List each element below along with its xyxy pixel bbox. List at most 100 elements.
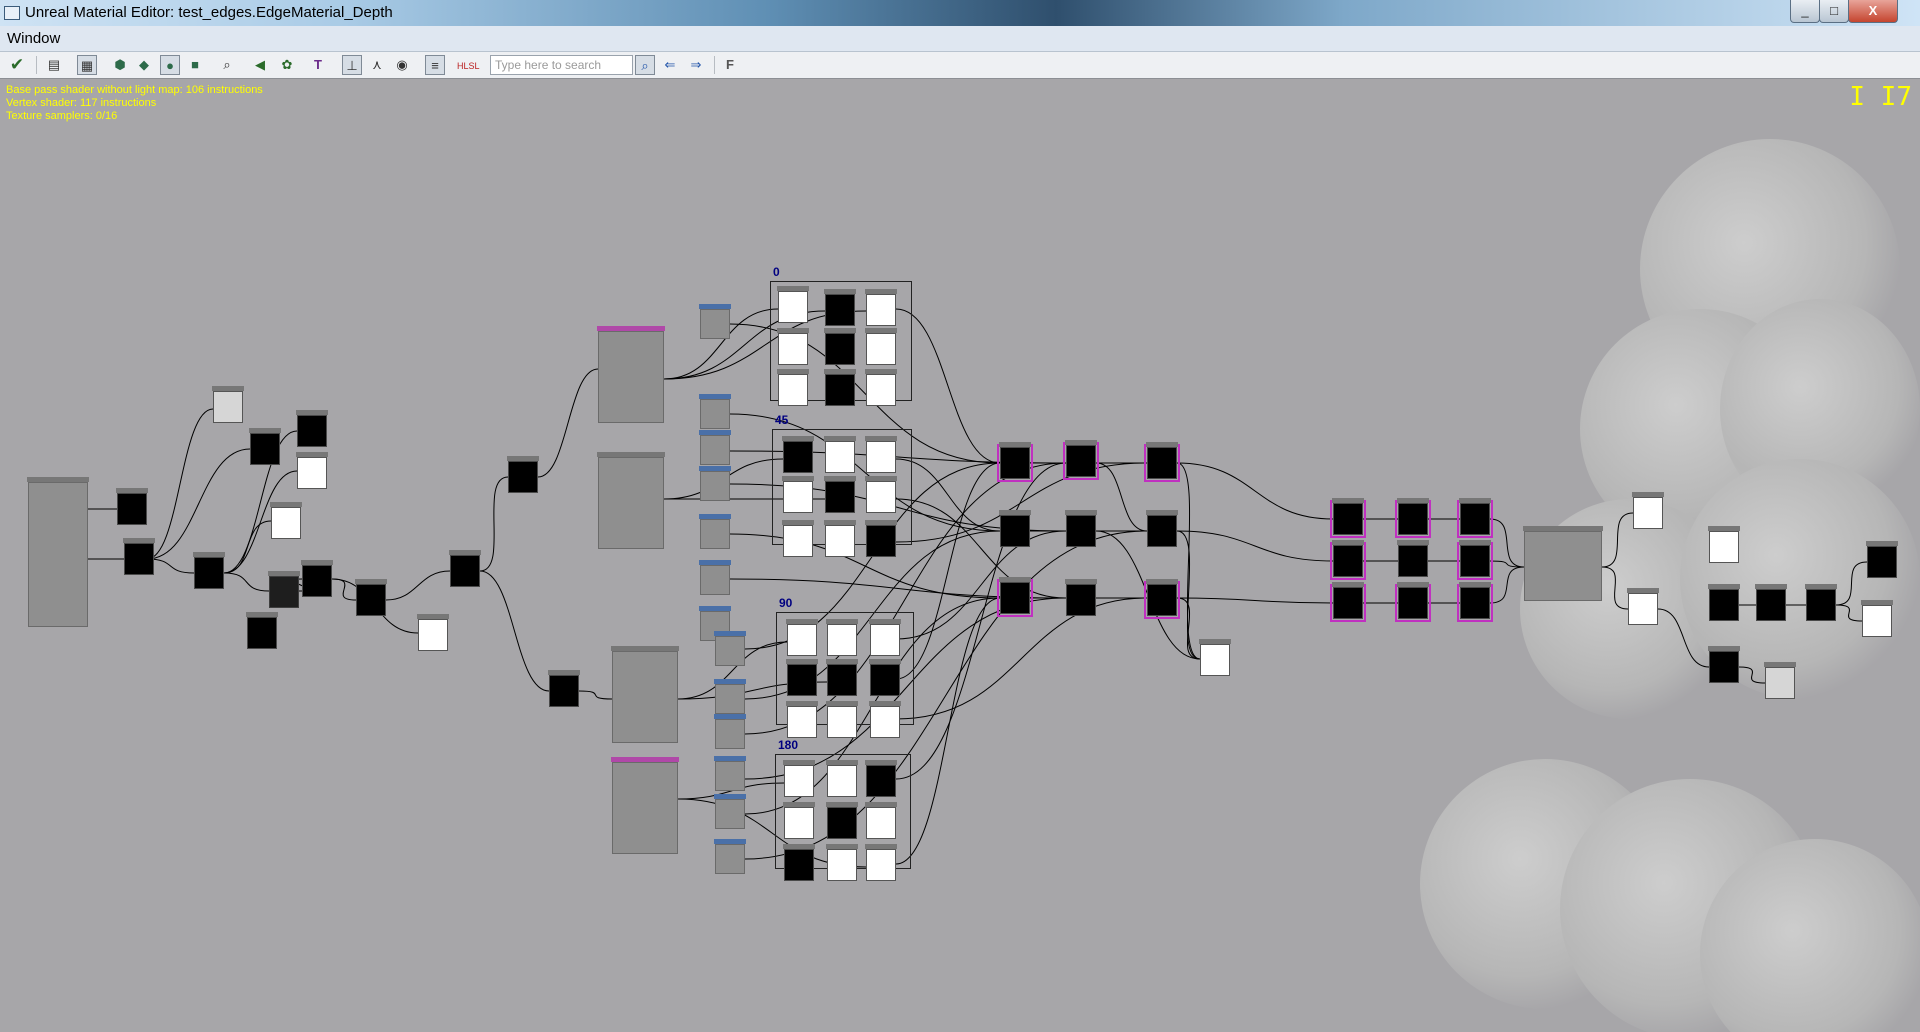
expression-node[interactable] [786,619,818,656]
expression-node[interactable] [869,619,901,656]
comment-icon[interactable]: ≡ [425,55,445,75]
custom-node[interactable] [611,757,679,854]
expression-node[interactable] [824,369,856,406]
expression-node[interactable] [786,659,818,696]
search-next-icon[interactable]: ⇒ [690,57,702,72]
expression-node[interactable] [826,844,858,881]
expression-node[interactable] [1144,579,1180,619]
custom-node[interactable] [597,326,665,423]
expression-node[interactable] [417,614,449,651]
expression-node[interactable] [1330,582,1366,622]
expression-node[interactable] [865,436,897,473]
expression-node[interactable] [1708,526,1740,563]
expression-node[interactable] [783,760,815,797]
custom-node[interactable] [611,646,679,743]
expression-node[interactable] [1457,498,1493,538]
expression-node[interactable] [826,802,858,839]
expression-node[interactable] [777,369,809,406]
expression-node[interactable] [782,520,814,557]
custom-node[interactable] [597,452,665,549]
expression-node[interactable] [786,701,818,738]
function-icon[interactable]: F [726,57,734,72]
expression-node[interactable] [1861,600,1893,637]
expression-node[interactable] [1764,662,1796,699]
home-icon[interactable]: ▤ [47,57,61,72]
expression-node[interactable] [714,756,746,791]
expression-node[interactable] [824,289,856,326]
expression-node[interactable] [714,679,746,714]
expression-node[interactable] [1395,582,1431,622]
zoom-icon[interactable]: ⌕ [223,57,231,72]
maximize-button[interactable]: □ [1819,0,1849,23]
expression-node[interactable] [699,430,731,465]
toggle-stats-icon[interactable]: T [314,57,322,72]
hlsl-icon[interactable]: HLSL [457,61,480,71]
expression-node[interactable] [249,428,281,465]
expression-node[interactable] [824,476,856,513]
expression-node[interactable] [824,436,856,473]
back-icon[interactable]: ◀ [255,57,265,72]
expression-node[interactable] [123,538,155,575]
expression-node[interactable] [1330,498,1366,538]
cylinder-preview-icon[interactable]: ⬢ [114,57,126,72]
expression-node[interactable] [1199,639,1231,676]
expression-node[interactable] [1805,584,1837,621]
expression-node[interactable] [783,802,815,839]
sphere-preview-icon[interactable]: ● [160,55,180,75]
expression-node[interactable] [865,289,897,326]
cube-preview-icon[interactable]: ◆ [139,57,149,72]
expression-node[interactable] [1627,588,1659,625]
expression-node[interactable] [1146,510,1178,547]
grid-icon[interactable]: ▦ [77,55,97,75]
expression-node[interactable] [1708,646,1740,683]
hierarchy-icon[interactable]: ⋏ [372,57,382,72]
expression-node[interactable] [1457,540,1493,580]
menu-window[interactable]: Window [7,30,61,47]
expression-node[interactable] [1632,492,1664,529]
close-button[interactable]: X [1848,0,1898,23]
expression-node[interactable] [301,560,333,597]
search-input[interactable] [490,55,633,75]
expression-node[interactable] [296,452,328,489]
expression-node[interactable] [824,328,856,365]
expressions-icon[interactable]: ⊥ [342,55,362,75]
plane-preview-icon[interactable]: ■ [191,57,199,72]
expression-node[interactable] [1397,540,1429,577]
expression-node[interactable] [699,560,731,595]
expression-node[interactable] [997,442,1033,482]
expression-node[interactable] [1065,510,1097,547]
expression-node[interactable] [116,488,148,525]
expression-node[interactable] [699,394,731,429]
expression-node[interactable] [826,760,858,797]
expression-node[interactable] [714,631,746,666]
expression-node[interactable] [865,520,897,557]
expression-node[interactable] [507,456,539,493]
expression-node[interactable] [865,802,897,839]
apply-icon[interactable]: ✔ [9,55,25,74]
expression-node[interactable] [1395,498,1431,538]
expression-node[interactable] [865,476,897,513]
expression-node[interactable] [999,510,1031,547]
expression-node[interactable] [865,844,897,881]
expression-node[interactable] [714,714,746,749]
expression-node[interactable] [699,466,731,501]
expression-node[interactable] [777,286,809,323]
expression-node[interactable] [296,410,328,447]
expression-node[interactable] [699,514,731,549]
expression-node[interactable] [1457,582,1493,622]
search-prev-icon[interactable]: ⇐ [664,57,676,72]
expression-node[interactable] [1755,584,1787,621]
expression-node[interactable] [1708,584,1740,621]
expression-node[interactable] [1866,541,1898,578]
expression-node[interactable] [246,612,278,649]
expression-node[interactable] [869,659,901,696]
expression-node[interactable] [824,520,856,557]
expression-node[interactable] [270,502,302,539]
expression-node[interactable] [826,701,858,738]
material-root-node[interactable] [27,477,89,627]
expression-node[interactable] [1144,442,1180,482]
expression-node[interactable] [355,579,387,616]
expression-node[interactable] [783,844,815,881]
expression-node[interactable] [1330,540,1366,580]
expression-node[interactable] [777,328,809,365]
